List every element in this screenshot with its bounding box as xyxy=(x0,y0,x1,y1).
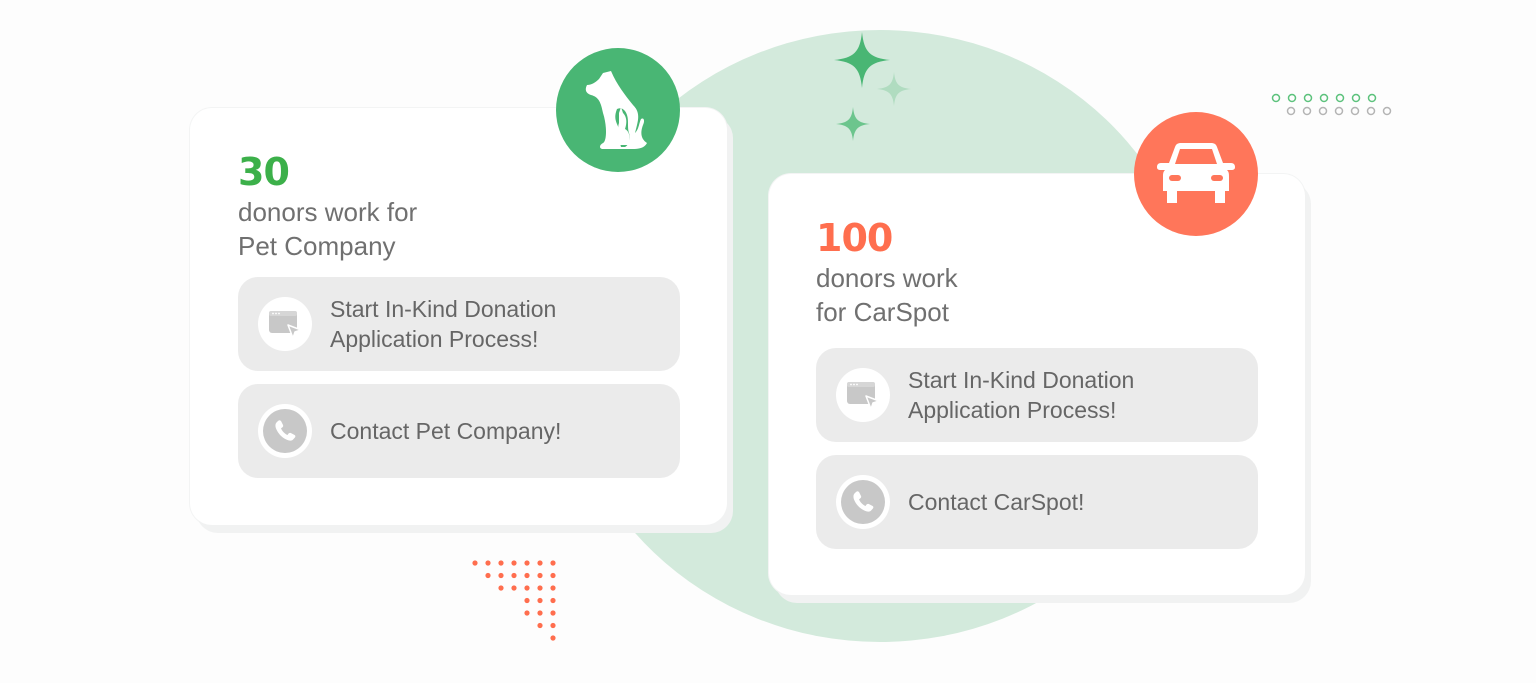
action-label: Start In-Kind Donation Application Proce… xyxy=(330,296,557,352)
contact-company-button[interactable]: Contact CarSpot! xyxy=(816,455,1258,549)
donor-count: 100 xyxy=(816,216,893,260)
donor-description: donors work for CarSpot xyxy=(816,263,958,327)
car-badge xyxy=(1134,112,1258,236)
phone-icon xyxy=(836,475,890,529)
pet-dog-cat-icon xyxy=(585,71,647,149)
action-label: Contact Pet Company! xyxy=(330,418,562,444)
sparkle-icon xyxy=(877,72,911,106)
donor-description: donors work for Pet Company xyxy=(238,197,418,261)
start-donation-application-button[interactable]: Start In-Kind Donation Application Proce… xyxy=(816,348,1258,442)
start-donation-application-button[interactable]: Start In-Kind Donation Application Proce… xyxy=(238,277,680,371)
sparkle-icon xyxy=(836,107,870,141)
donor-count: 30 xyxy=(238,150,290,194)
pet-badge xyxy=(556,48,680,172)
decorative-dot-pattern xyxy=(472,560,556,641)
pet-company-card: 30 donors work for Pet Company Start In-… xyxy=(190,108,727,525)
car-icon xyxy=(1157,143,1235,203)
action-label: Contact CarSpot! xyxy=(908,489,1085,515)
browser-cursor-icon xyxy=(836,368,890,422)
carspot-card: 100 donors work for CarSpot Start In-Kin… xyxy=(769,174,1305,595)
sparkle-icon xyxy=(834,32,890,88)
phone-icon xyxy=(258,404,312,458)
decorative-ring-dots xyxy=(1271,93,1392,116)
browser-cursor-icon xyxy=(258,297,312,351)
action-label: Start In-Kind Donation Application Proce… xyxy=(908,367,1135,423)
contact-company-button[interactable]: Contact Pet Company! xyxy=(238,384,680,478)
